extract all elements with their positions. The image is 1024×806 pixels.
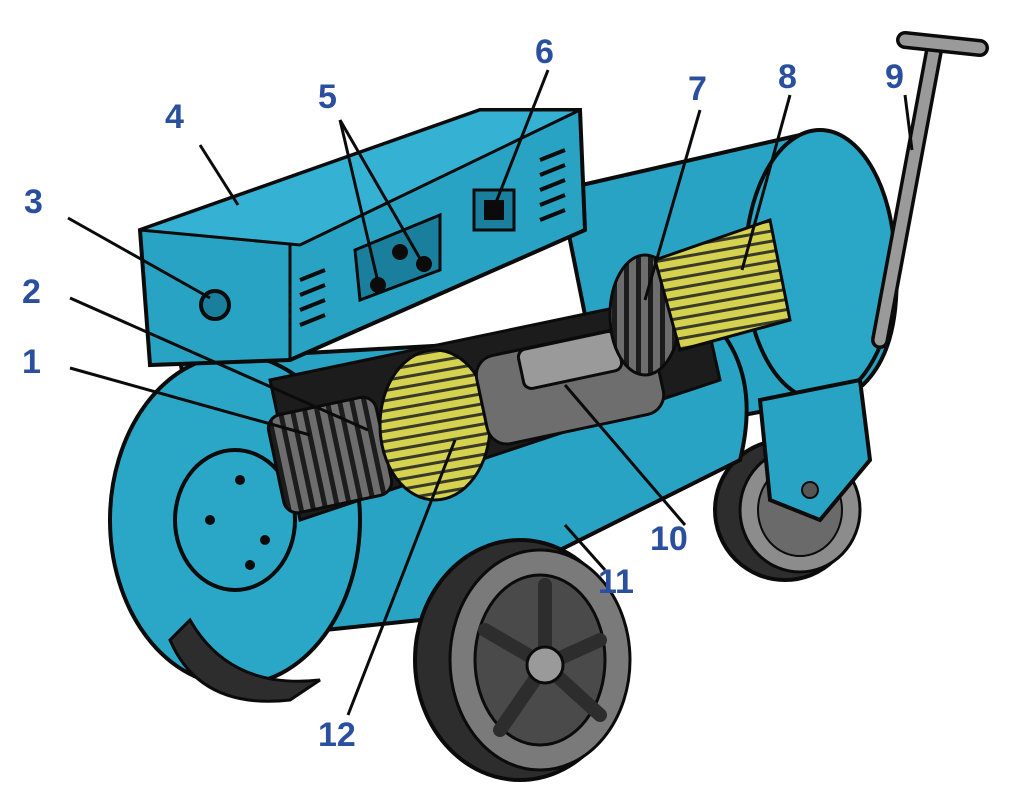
leader-lines: [67, 69, 914, 716]
tow-handle: [871, 31, 989, 349]
leader-7: [643, 109, 702, 301]
label-7: 7: [688, 70, 707, 108]
label-3: 3: [24, 183, 43, 221]
label-8: 8: [778, 58, 797, 96]
cutaway-interior: [266, 218, 792, 522]
front-wheel: [413, 538, 632, 782]
label-12: 12: [318, 716, 356, 754]
label-5: 5: [318, 78, 337, 116]
label-1: 1: [22, 343, 41, 381]
leader-1: [69, 366, 311, 437]
label-2: 2: [22, 273, 41, 311]
leader-5a: [338, 119, 380, 283]
leader-12: [346, 439, 457, 716]
leader-9: [903, 94, 914, 151]
leader-6: [493, 69, 550, 206]
label-10: 10: [650, 520, 688, 558]
label-9: 9: [885, 58, 904, 96]
label-6: 6: [535, 33, 554, 71]
leader-11: [563, 524, 607, 571]
rear-left-wheel: [168, 617, 321, 703]
leader-8: [740, 94, 792, 271]
label-4: 4: [165, 98, 184, 136]
leader-4: [198, 144, 240, 206]
leader-5b: [338, 119, 424, 263]
label-11: 11: [598, 563, 634, 601]
leader-10: [563, 384, 687, 526]
control-box: [137, 108, 588, 368]
rear-wheel: [713, 377, 873, 582]
leader-3: [67, 216, 211, 300]
leader-2: [69, 296, 369, 432]
